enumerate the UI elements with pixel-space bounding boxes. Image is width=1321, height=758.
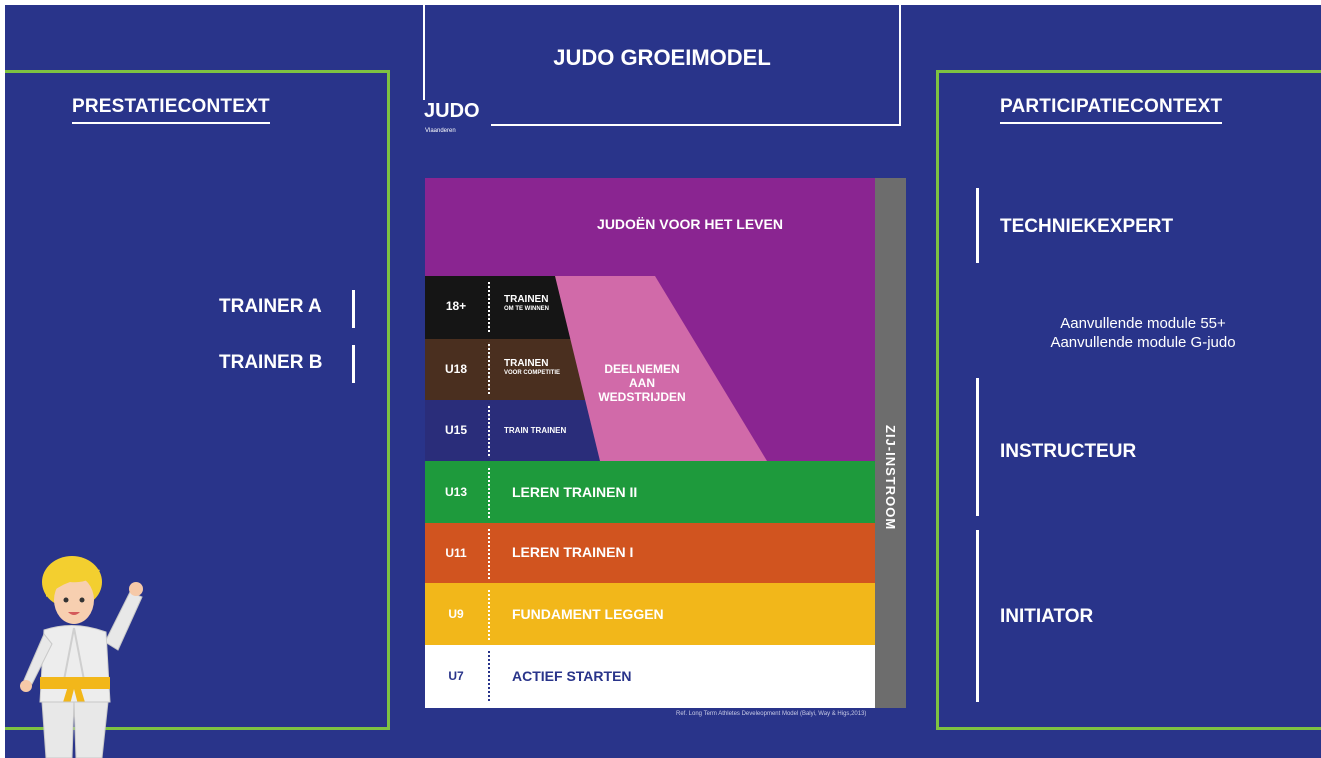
trainer-a-label: TRAINER A (219, 296, 322, 317)
stage-u13-label: LEREN TRAINEN II (512, 484, 638, 500)
stage-18plus-line2: OM TE WINNEN (504, 306, 549, 312)
competition-label: DEELNEMEN AAN WEDSTRIJDEN (598, 362, 686, 404)
age-u18: U18 (444, 362, 467, 376)
initiator-bar (976, 530, 979, 702)
band-u13 (425, 461, 875, 523)
growth-model-diagram: JUDOËN VOOR HET LEVEN DEELNEMEN AAN WEDS… (425, 178, 906, 708)
prestatiecontext-title: PRESTATIECONTEXT (72, 96, 270, 124)
instructeur-label: INSTRUCTEUR (1000, 441, 1137, 462)
stage-u11-label: LEREN TRAINEN I (512, 544, 634, 560)
zij-instroom-label: ZIJ-INSTROOM (883, 425, 898, 531)
judoka-illustration (20, 556, 143, 758)
separator-u7 (488, 651, 490, 701)
trainer-b-bar (352, 345, 355, 383)
instructeur-bar (976, 378, 979, 516)
band-u9 (425, 583, 875, 645)
title-box: JUDO GROEIMODEL (423, 5, 901, 126)
age-18plus: 18+ (445, 299, 467, 313)
stage-18plus-line1: TRAINEN (504, 294, 549, 305)
band-u7 (425, 645, 875, 708)
stage-u18-line2: VOOR COMPETITIE (504, 370, 561, 376)
prestatiecontext-panel (5, 70, 390, 730)
top-band-label: JUDOËN VOOR HET LEVEN (597, 216, 783, 232)
age-u13: U13 (444, 485, 467, 499)
page-title: JUDO GROEIMODEL (553, 45, 771, 70)
band-u11 (425, 523, 875, 583)
separator-u11 (488, 529, 490, 579)
competition-shape (555, 276, 767, 461)
module-55-label: Aanvullende module 55+ (1060, 315, 1226, 332)
age-u15: U15 (444, 423, 467, 437)
zij-instroom-label-wrap: ZIJ-INSTROOM (875, 378, 906, 578)
competition-polygon (555, 276, 767, 461)
reference-note: Ref. Long Term Athletes Develeopment Mod… (676, 711, 867, 717)
techniekexpert-label: TECHNIEKEXPERT (1000, 216, 1174, 237)
age-u7: U7 (448, 669, 464, 683)
separator-u13 (488, 468, 490, 518)
initiator-label: INITIATOR (1000, 606, 1094, 627)
trainer-b-label: TRAINER B (219, 352, 323, 373)
separator-18plus (488, 282, 490, 332)
logo-text: JUDO (424, 100, 480, 122)
separator-u9 (488, 590, 490, 640)
separator-u15 (488, 406, 490, 456)
stage-u7-label: ACTIEF STARTEN (512, 668, 632, 684)
participatiecontext-panel (936, 70, 1321, 730)
module-g-judo-label: Aanvullende module G-judo (1050, 334, 1236, 351)
logo-subtext: Vlaanderen (425, 128, 456, 134)
age-u9: U9 (448, 607, 464, 621)
separator-u18 (488, 344, 490, 394)
techniekexpert-bar (976, 188, 979, 263)
trainer-a-bar (352, 290, 355, 328)
stage-u15-label: TRAIN TRAINEN (504, 426, 567, 435)
zij-instroom-bar (875, 178, 906, 708)
judo-vlaanderen-logo: JUDO Vlaanderen (421, 100, 491, 144)
stage-u9-label: FUNDAMENT LEGGEN (512, 606, 664, 622)
age-u11: U11 (445, 546, 467, 560)
stage-u18-line1: TRAINEN (504, 358, 549, 369)
participatiecontext-title: PARTICIPATIECONTEXT (1000, 96, 1223, 124)
